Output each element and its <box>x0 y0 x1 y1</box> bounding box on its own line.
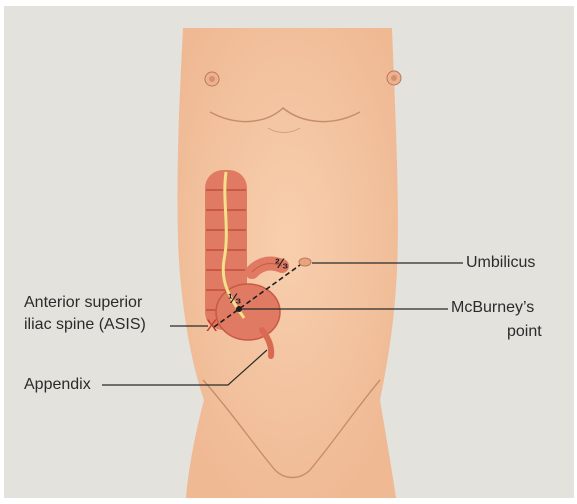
nipple-right <box>387 71 401 85</box>
asis-label-line1: Anterior superior <box>24 293 142 313</box>
one-third-marker: ¹⁄₃ <box>228 290 241 306</box>
asis-label-line2: iliac spine (ASIS) <box>24 315 146 335</box>
asis-x-marker: X <box>206 316 217 336</box>
two-thirds-marker: ²⁄₃ <box>275 255 288 271</box>
umbilicus-label: Umbilicus <box>466 253 535 273</box>
mcburney-label-line2: point <box>507 322 542 342</box>
umbilicus-mark <box>299 258 311 266</box>
mcburney-label-line1: McBurney’s <box>451 298 534 318</box>
mcburney-point-dot <box>236 306 242 312</box>
nipple-left <box>205 72 219 86</box>
appendix-label: Appendix <box>24 375 91 395</box>
